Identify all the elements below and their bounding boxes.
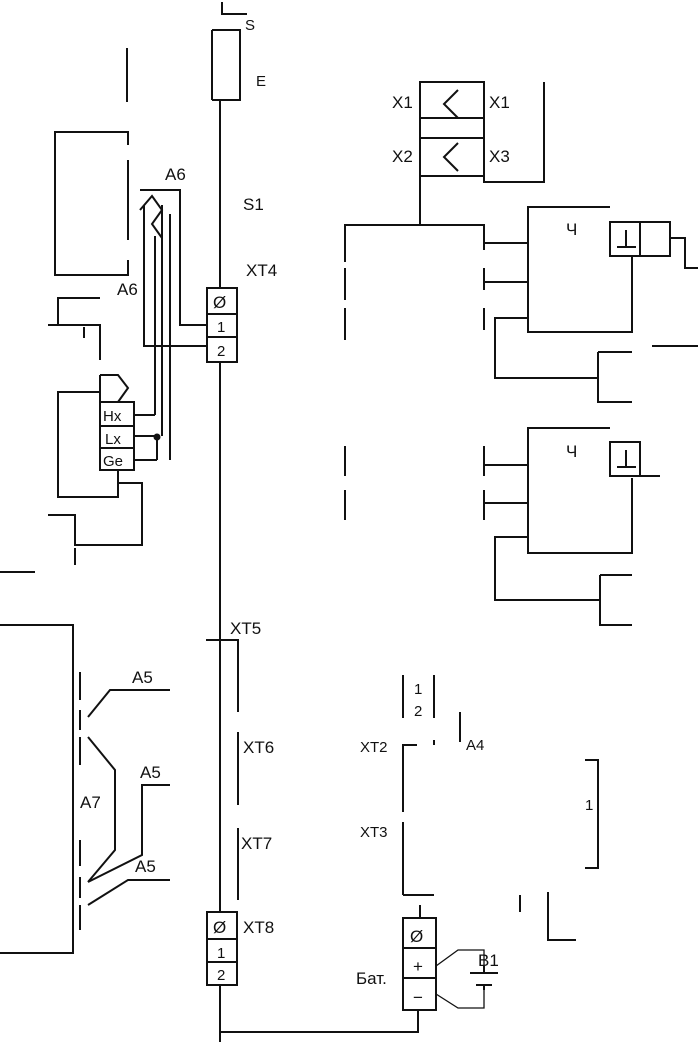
lower-module: Ч <box>344 427 660 626</box>
label-s1: S1 <box>243 195 264 214</box>
battery-ground: Ø <box>410 927 423 946</box>
upper-module: Ч <box>344 206 698 403</box>
a4-pin-2: 2 <box>414 703 422 720</box>
xt4-terminal-block: XT4 Ø 1 2 <box>206 261 277 363</box>
label-a4: A4 <box>466 737 484 754</box>
label-a6-top: A6 <box>165 165 186 184</box>
xt8-pin-2: 2 <box>217 967 225 984</box>
label-lx: Lx <box>105 431 121 448</box>
label-xt3: XT3 <box>360 824 388 841</box>
xt4-pin-1: 1 <box>217 319 225 336</box>
a4-pin-1: 1 <box>414 681 422 698</box>
bus-terminals: XT5 XT6 XT7 Ø 1 2 XT8 <box>206 619 274 986</box>
label-ch-top: Ч <box>566 220 577 239</box>
label-a5-top: A5 <box>132 668 153 687</box>
label-s-top: S <box>245 17 255 34</box>
label-xt5: XT5 <box>230 619 261 638</box>
label-ge: Ge <box>103 453 123 470</box>
x-connector: X1 X1 X2 X3 <box>392 81 545 225</box>
label-ch-bottom: Ч <box>566 442 577 461</box>
label-x1-left: X1 <box>392 93 413 112</box>
battery-plus: + <box>413 957 423 976</box>
top-connector: S E <box>211 2 266 101</box>
label-a7: A7 <box>80 793 101 812</box>
label-one: 1 <box>585 797 593 814</box>
left-upper-fragments <box>54 48 129 276</box>
a4-module: 1 2 A4 XT2 XT3 1 <box>360 675 599 941</box>
label-xt4: XT4 <box>246 261 277 280</box>
a5-a7-wiring: A5 A5 A5 A7 <box>0 624 170 954</box>
label-a5-bottom: A5 <box>135 857 156 876</box>
xt4-pin-2: 2 <box>217 343 225 360</box>
label-x2-left: X2 <box>392 147 413 166</box>
a6-cable: A6 A6 S1 <box>117 165 264 461</box>
label-a6-left: A6 <box>117 280 138 299</box>
label-x1-right: X1 <box>489 93 510 112</box>
label-a5-mid: A5 <box>140 763 161 782</box>
sensor-block: Hx Lx Ge <box>0 297 143 573</box>
xt4-ground: Ø <box>213 293 226 312</box>
label-b1: B1 <box>478 951 499 970</box>
label-xt6: XT6 <box>243 738 274 757</box>
label-bat: Бат. <box>356 969 387 988</box>
label-xt2: XT2 <box>360 739 388 756</box>
label-e-top: E <box>256 73 266 90</box>
xt8-ground: Ø <box>213 918 226 937</box>
label-xt8: XT8 <box>243 918 274 937</box>
xt8-pin-1: 1 <box>217 945 225 962</box>
label-x3-right: X3 <box>489 147 510 166</box>
battery: Ø + − Бат. B1 <box>220 905 499 1033</box>
label-hx: Hx <box>103 408 122 425</box>
battery-minus: − <box>413 988 423 1007</box>
label-xt7: XT7 <box>241 834 272 853</box>
